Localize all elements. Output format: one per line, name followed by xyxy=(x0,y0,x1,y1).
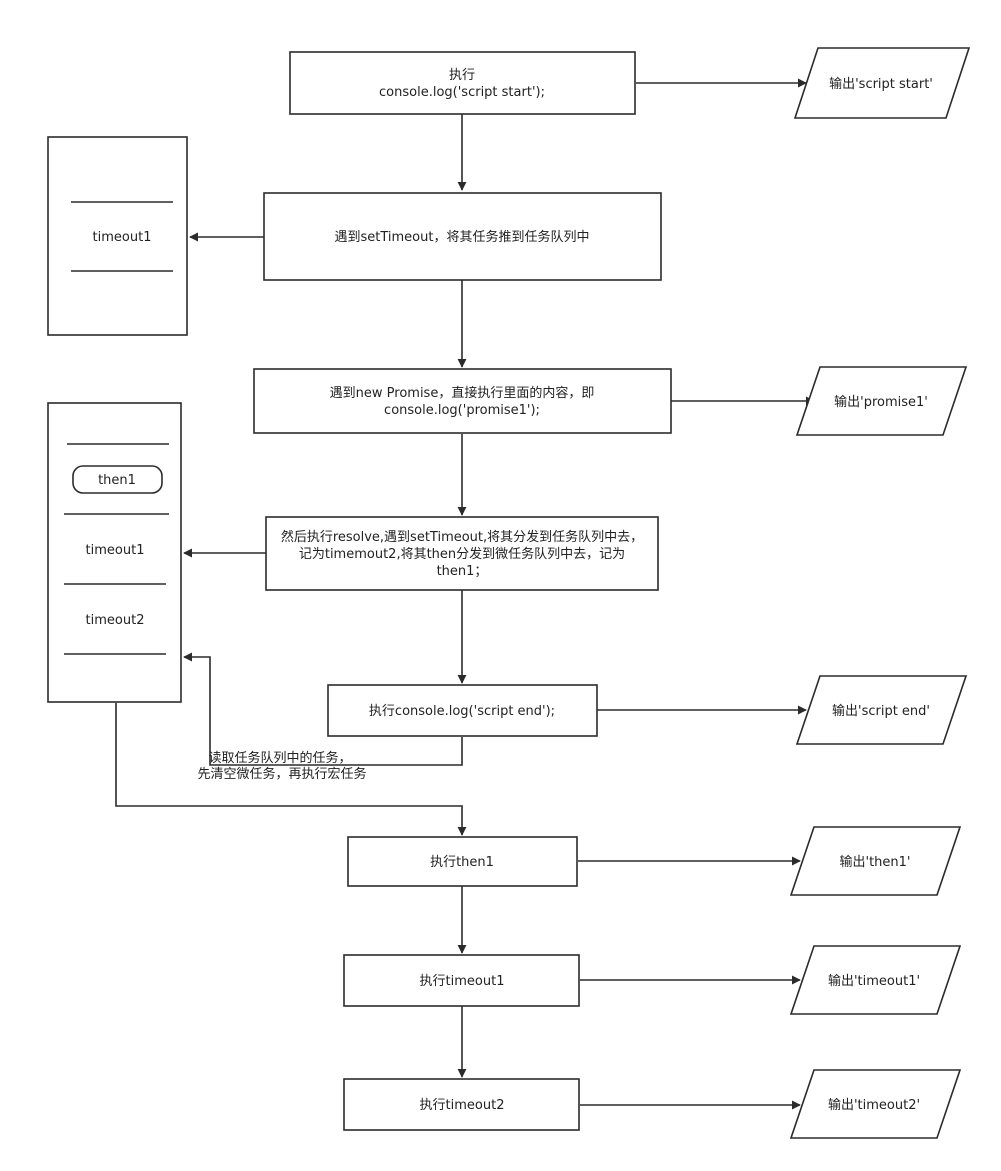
output-label: 输出'timeout2' xyxy=(828,1097,920,1113)
output-timeout2: 输出'timeout2' xyxy=(789,1069,962,1139)
output-label: 输出'then1' xyxy=(840,854,911,870)
step-execute-script-start: 执行 console.log('script start'); xyxy=(289,51,636,115)
step-new-promise: 遇到new Promise，直接执行里面的内容，即 console.log('p… xyxy=(253,368,672,434)
output-timeout1: 输出'timeout1' xyxy=(789,945,962,1015)
output-script-end: 输出'script end' xyxy=(795,675,968,745)
output-script-start: 输出'script start' xyxy=(793,47,971,119)
step-script-end: 执行console.log('script end'); xyxy=(327,684,598,737)
step-label: then1； xyxy=(437,564,488,579)
step-label: 执行then1 xyxy=(430,855,494,870)
step-timeout2: 执行timeout2 xyxy=(343,1078,580,1131)
step-label: console.log('script start'); xyxy=(379,85,545,100)
queue-item: timeout1 xyxy=(93,230,152,245)
step-label: 执行timeout2 xyxy=(420,1098,505,1113)
step-label: 执行 xyxy=(449,68,475,83)
note-line: 先清空微任务，再执行宏任务 xyxy=(197,766,366,782)
output-promise1: 输出'promise1' xyxy=(795,366,968,436)
step-label: 遇到new Promise，直接执行里面的内容，即 xyxy=(330,385,595,401)
arrow-s5-loop-to-queue2 xyxy=(183,652,463,766)
step-label: 执行console.log('script end'); xyxy=(369,704,555,719)
output-label: 输出'timeout1' xyxy=(828,973,920,989)
output-label: 输出'script start' xyxy=(829,76,933,92)
microtask-pill xyxy=(72,465,163,494)
step-label: 执行timeout1 xyxy=(420,974,505,989)
task-queue-1: timeout1 xyxy=(47,136,188,336)
queue-item: timeout1 xyxy=(86,543,145,558)
arrow-queue2-s6 xyxy=(115,703,467,836)
event-loop-note: 读取任务队列中的任务， 先清空微任务，再执行宏任务 xyxy=(197,750,366,782)
step-label: 遇到setTimeout，将其任务推到任务队列中 xyxy=(335,229,590,245)
connectors xyxy=(115,78,815,1110)
output-then1: 输出'then1' xyxy=(789,826,962,896)
queue-item: timeout2 xyxy=(86,613,145,628)
step-label: 然后执行resolve,遇到setTimeout,将其分发到任务队列中去， xyxy=(281,529,643,545)
step-label: console.log('promise1'); xyxy=(384,403,540,418)
output-label: 输出'promise1' xyxy=(834,394,928,410)
task-queue-2: then1 timeout1 timeout2 xyxy=(47,402,182,703)
step-resolve: 然后执行resolve,遇到setTimeout,将其分发到任务队列中去， 记为… xyxy=(265,516,659,591)
microtask-item: then1 xyxy=(98,473,136,488)
output-label: 输出'script end' xyxy=(832,703,930,719)
note-line: 读取任务队列中的任务， xyxy=(208,750,351,766)
step-label: 记为timemout2,将其then分发到微任务队列中去，记为 xyxy=(299,546,625,562)
step-then1: 执行then1 xyxy=(347,836,578,887)
step-settimeout: 遇到setTimeout，将其任务推到任务队列中 xyxy=(263,192,662,281)
step-timeout1: 执行timeout1 xyxy=(343,954,580,1007)
